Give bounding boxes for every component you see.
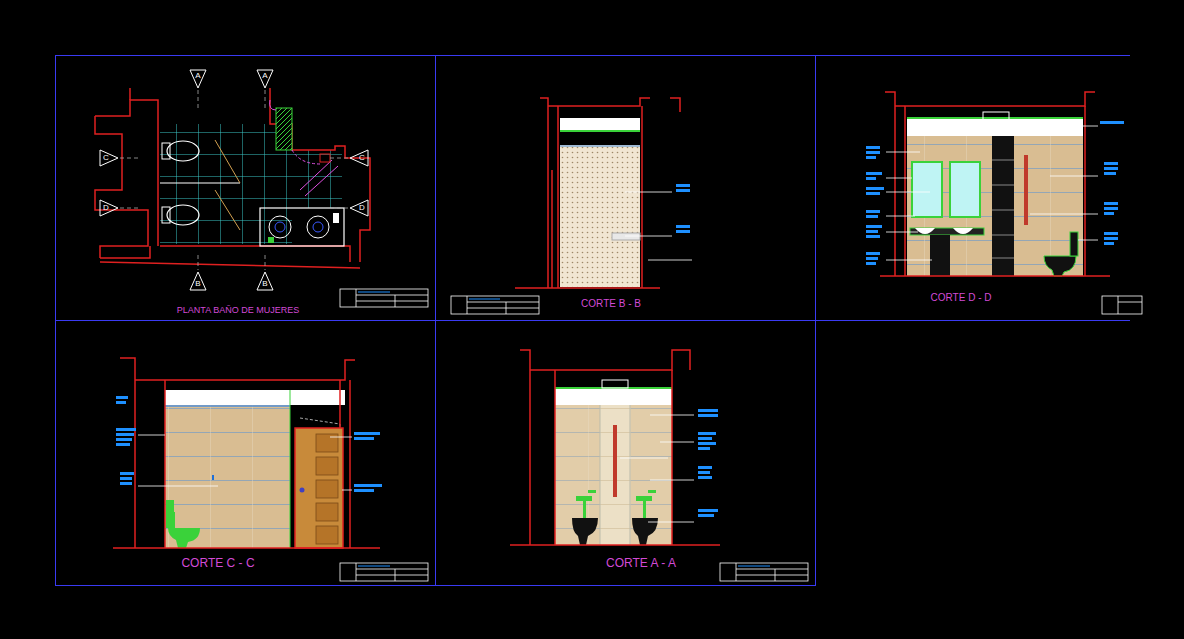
- section-marker-letter: C: [359, 154, 365, 162]
- section-d: [866, 92, 1124, 276]
- section-marker-letter: A: [262, 72, 267, 80]
- section-marker-letter: C: [103, 154, 109, 162]
- drawing-sheet-panel: CORTE A - A: [435, 320, 816, 586]
- drawing-sheet-panel: PLANTA BAÑO DE MUJERES: [55, 55, 436, 321]
- title-block: [340, 289, 1142, 581]
- section-c: [113, 358, 382, 548]
- drawing-sheet-panel: CORTE D - D: [815, 55, 1130, 321]
- section-marker-letter: B: [195, 280, 200, 288]
- section-a: [510, 350, 720, 545]
- view-title: CORTE C - C: [181, 556, 254, 570]
- section-marker-letter: B: [262, 280, 267, 288]
- view-title: CORTE D - D: [931, 292, 992, 303]
- view-title: CORTE B - B: [581, 298, 641, 309]
- view-title: PLANTA BAÑO DE MUJERES: [177, 305, 299, 315]
- drawing-sheet-panel: CORTE C - C: [55, 320, 436, 586]
- section-marker-letter: D: [103, 204, 109, 212]
- floor-plan: [95, 70, 370, 290]
- view-title: CORTE A - A: [606, 556, 676, 570]
- section-marker-letter: A: [195, 72, 200, 80]
- drawing-sheet-panel: CORTE B - B: [435, 55, 816, 321]
- section-marker-letter: D: [359, 204, 365, 212]
- section-b: [515, 98, 692, 288]
